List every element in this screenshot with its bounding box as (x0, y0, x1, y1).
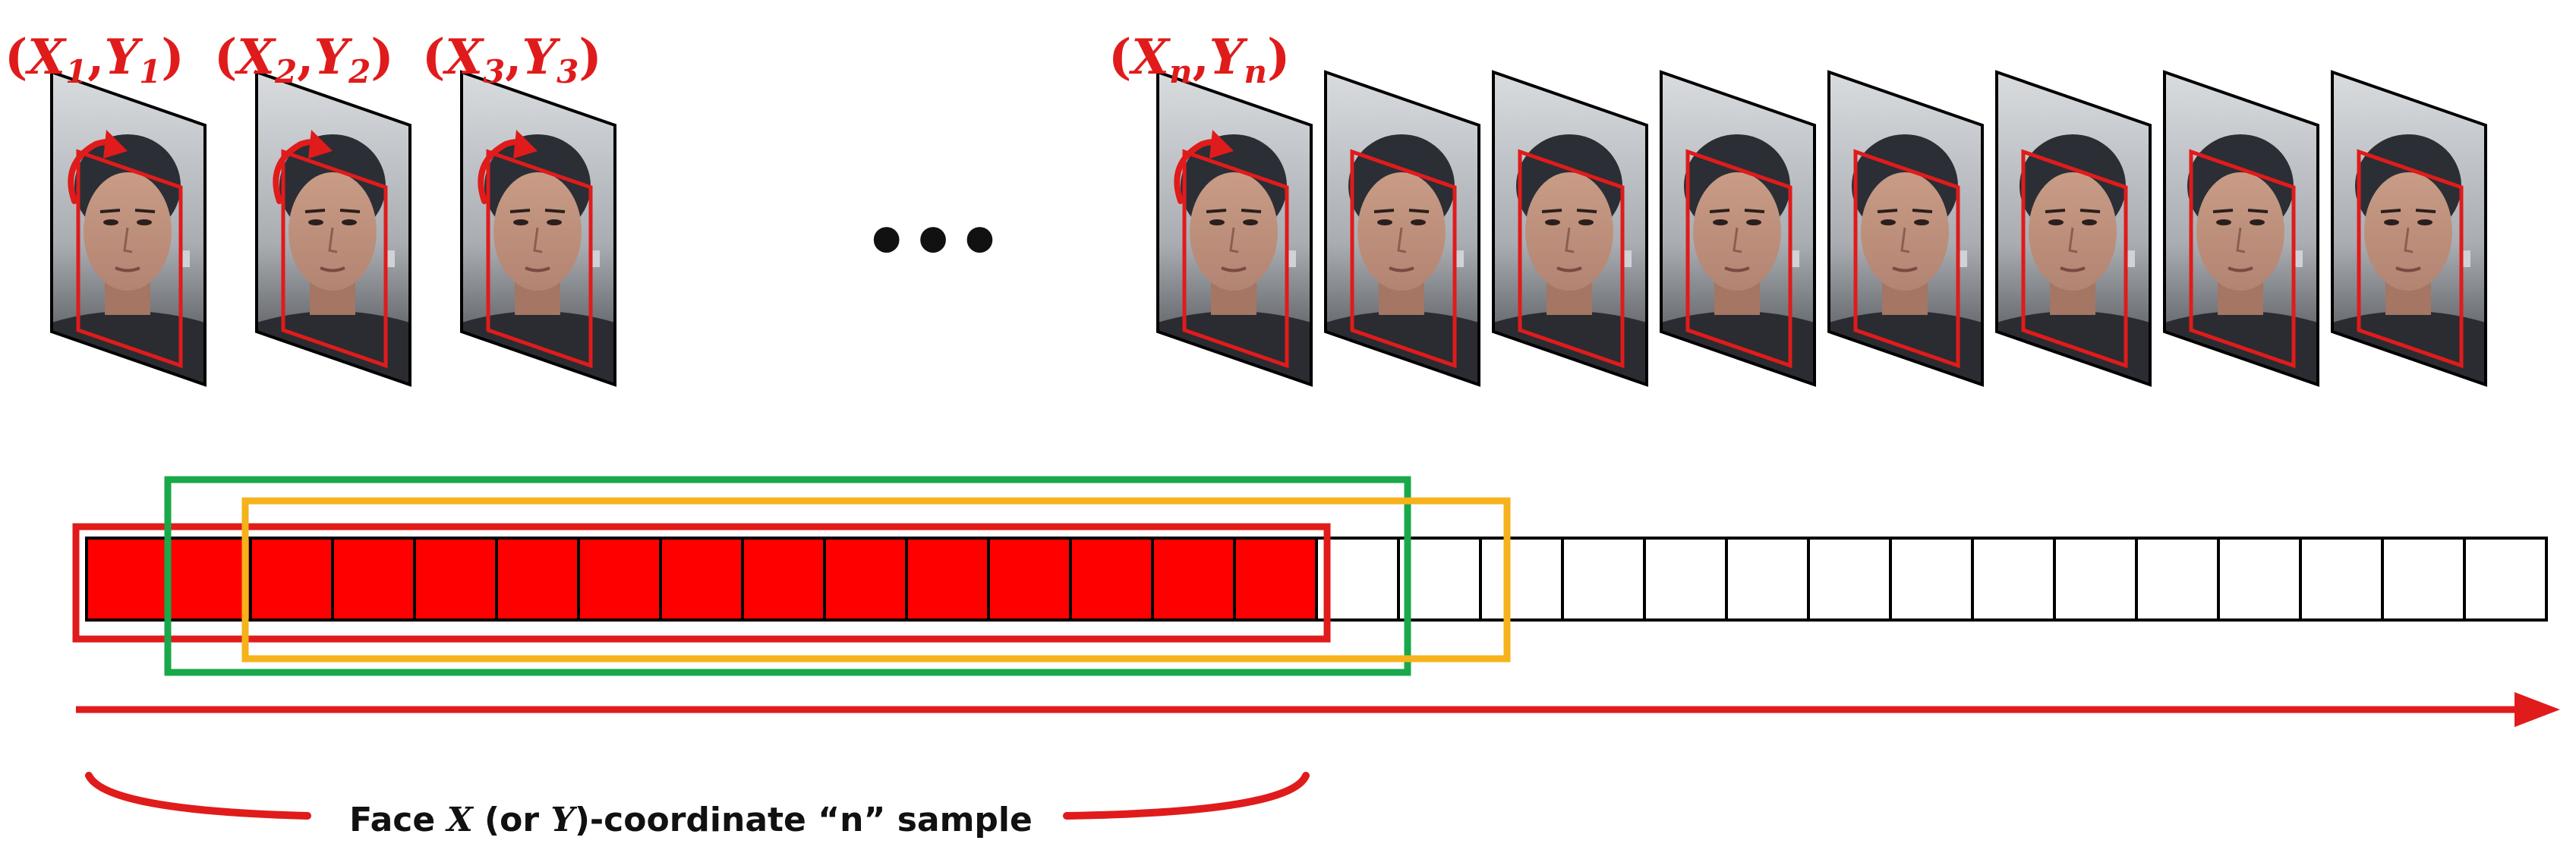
window-orange (241, 497, 1511, 663)
sample-cell-empty (2381, 537, 2466, 622)
sliding-windows (72, 476, 1511, 676)
sample-cell-filled (1233, 537, 1318, 622)
face-box (2357, 149, 2464, 369)
frame (1660, 70, 1816, 387)
frame (460, 70, 616, 387)
sample-cell-filled (331, 537, 416, 622)
sample-cell-empty (2135, 537, 2220, 622)
face-box (1518, 149, 1625, 369)
sample-cell-filled (249, 537, 334, 622)
sample-cell-empty (2217, 537, 2302, 622)
frame (1995, 70, 2152, 387)
frame (1492, 70, 1648, 387)
face-box (1350, 149, 1457, 369)
sample-cell-filled (823, 537, 908, 622)
frame (1827, 70, 1984, 387)
face-box (76, 149, 183, 369)
face-box (1853, 149, 1960, 369)
coord-label-1: (X1,Y1) (5, 29, 184, 90)
sample-strip (85, 537, 2548, 622)
window-red (72, 523, 1331, 643)
timeline-arrow-head (2515, 692, 2560, 727)
sample-cell-empty (1971, 537, 2056, 622)
frame (2331, 70, 2487, 387)
sample-cell-empty (2053, 537, 2138, 622)
sample-caption: Face X (or Y)-coordinate “n” sample (349, 801, 1033, 839)
ellipsis: ••• (863, 200, 1003, 285)
face-box (1182, 149, 1289, 369)
frame (1324, 70, 1480, 387)
sample-cell-filled (577, 537, 662, 622)
sample-cell-empty (1889, 537, 1974, 622)
sample-cell-filled (987, 537, 1072, 622)
sample-cell-empty (1561, 537, 1646, 622)
sample-cell-filled (167, 537, 252, 622)
sample-cell-filled (495, 537, 580, 622)
face-box (281, 149, 388, 369)
coord-label-n: (Xn,Yn) (1108, 29, 1290, 90)
sample-cell-filled (1069, 537, 1154, 622)
frame (50, 70, 207, 387)
sample-cell-filled (659, 537, 744, 622)
sample-cell-empty (1479, 537, 1564, 622)
timeline-arrow (76, 692, 2560, 727)
face-box (1685, 149, 1792, 369)
face-box (2021, 149, 2128, 369)
face-box (2189, 149, 2296, 369)
sample-cell-empty (1807, 537, 1892, 622)
frame (1156, 70, 1313, 387)
sample-cell-empty (1397, 537, 1482, 622)
frame (2163, 70, 2319, 387)
sample-cell-empty (2299, 537, 2384, 622)
sample-cell-empty (2463, 537, 2548, 622)
sample-cell-filled (1151, 537, 1236, 622)
window-green (164, 476, 1411, 676)
sample-cell-filled (905, 537, 990, 622)
coord-label-2: (X2,Y2) (214, 29, 394, 90)
sample-brace (85, 772, 1310, 820)
frame (255, 70, 411, 387)
coordinate-labels: (X1,Y1) (X2,Y2) (X3,Y3) (Xn,Yn) (5, 29, 1290, 90)
sample-cell-filled (741, 537, 826, 622)
face-box (486, 149, 593, 369)
sample-cell-filled (413, 537, 498, 622)
sample-cell-empty (1643, 537, 1728, 622)
video-frames (50, 70, 2487, 387)
coord-label-3: (X3,Y3) (422, 29, 602, 90)
sample-cell-empty (1725, 537, 1810, 622)
sample-cell-filled (85, 537, 170, 622)
